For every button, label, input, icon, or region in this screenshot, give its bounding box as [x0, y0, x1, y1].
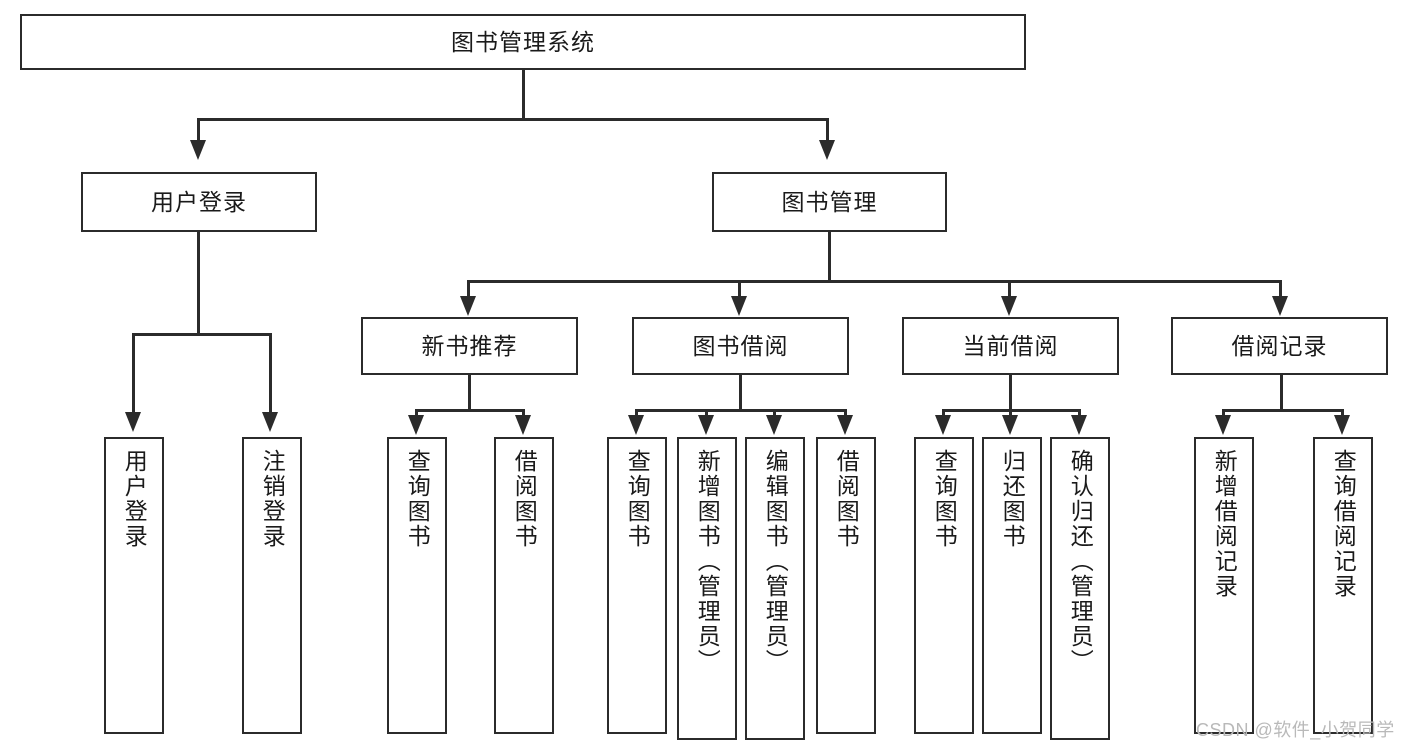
connector-newbook-to-leaf2	[522, 409, 525, 417]
arrowhead-root-to-bookmgmt	[819, 140, 835, 160]
node-borrow-record[interactable]: 借阅记录	[1171, 317, 1388, 375]
leaf-book-borrow-1[interactable]: 查询图书	[607, 437, 667, 734]
node-current-borrow[interactable]: 当前借阅	[902, 317, 1119, 375]
connector-root-to-userlogin	[197, 118, 200, 142]
arrowhead-current-to-leaf2	[1002, 415, 1018, 435]
connector-bookmgmt-to-record	[1279, 280, 1282, 298]
connector-record-bus	[1222, 409, 1344, 412]
node-label: 图书管理系统	[451, 28, 595, 55]
leaf-label: 归还图书	[999, 449, 1026, 549]
arrowhead-borrow-to-leaf1	[628, 415, 644, 435]
connector-newbook-to-leaf1	[415, 409, 418, 417]
connector-userlogin-bus	[132, 333, 270, 336]
arrowhead-root-to-userlogin	[190, 140, 206, 160]
node-label: 用户登录	[151, 188, 247, 215]
arrowhead-userlogin-to-leaf2	[262, 412, 278, 432]
leaf-new-book-1[interactable]: 查询图书	[387, 437, 447, 734]
leaf-new-book-2[interactable]: 借阅图书	[494, 437, 554, 734]
connector-borrow-bus	[635, 409, 847, 412]
node-label: 借阅记录	[1231, 332, 1328, 359]
arrowhead-bookmgmt-to-borrow	[731, 296, 747, 316]
leaf-book-borrow-4[interactable]: 借阅图书	[816, 437, 876, 734]
arrowhead-current-to-leaf3	[1071, 415, 1087, 435]
leaf-label: 编辑图书（管理员）	[762, 449, 789, 674]
connector-newbook-bus	[415, 409, 525, 412]
connector-current-to-leaf2	[1009, 409, 1012, 417]
leaf-current-borrow-3[interactable]: 确认归还（管理员）	[1050, 437, 1110, 740]
connector-borrow-to-leaf2	[705, 409, 708, 417]
connector-record-stem	[1280, 375, 1283, 412]
arrowhead-bookmgmt-to-record	[1272, 296, 1288, 316]
connector-borrow-to-leaf1	[635, 409, 638, 417]
node-label: 图书借阅	[692, 332, 789, 359]
connector-bookmgmt-to-current	[1008, 280, 1011, 298]
arrowhead-borrow-to-leaf2	[698, 415, 714, 435]
arrowhead-userlogin-to-leaf1	[125, 412, 141, 432]
connector-record-to-leaf2	[1341, 409, 1344, 417]
connector-userlogin-to-leaf1	[132, 333, 135, 413]
leaf-label: 新增借阅记录	[1211, 449, 1238, 599]
leaf-label: 借阅图书	[833, 449, 860, 549]
node-root-system[interactable]: 图书管理系统	[20, 14, 1026, 70]
leaf-user-login-1[interactable]: 用户登录	[104, 437, 164, 734]
connector-borrow-to-leaf3	[773, 409, 776, 417]
arrowhead-current-to-leaf1	[935, 415, 951, 435]
leaf-book-borrow-2[interactable]: 新增图书（管理员）	[677, 437, 737, 740]
leaf-current-borrow-2[interactable]: 归还图书	[982, 437, 1042, 734]
node-label: 当前借阅	[962, 332, 1059, 359]
node-new-book-recommend[interactable]: 新书推荐	[361, 317, 578, 375]
leaf-label: 新增图书（管理员）	[694, 449, 721, 674]
leaf-user-login-2[interactable]: 注销登录	[242, 437, 302, 734]
connector-current-to-leaf3	[1078, 409, 1081, 417]
connector-root-to-bookmgmt	[826, 118, 829, 142]
leaf-label: 查询图书	[624, 449, 651, 549]
leaf-label: 查询图书	[931, 449, 958, 549]
node-label: 图书管理	[781, 188, 878, 215]
connector-bookmgmt-bus	[467, 280, 1282, 283]
connector-current-to-leaf1	[942, 409, 945, 417]
leaf-book-borrow-3[interactable]: 编辑图书（管理员）	[745, 437, 805, 740]
leaf-label: 注销登录	[259, 449, 286, 549]
leaf-label: 借阅图书	[511, 449, 538, 549]
arrowhead-record-to-leaf1	[1215, 415, 1231, 435]
arrowhead-bookmgmt-to-newbook	[460, 296, 476, 316]
connector-bookmgmt-to-newbook	[467, 280, 470, 298]
leaf-borrow-record-1[interactable]: 新增借阅记录	[1194, 437, 1254, 734]
arrowhead-borrow-to-leaf4	[837, 415, 853, 435]
arrowhead-bookmgmt-to-current	[1001, 296, 1017, 316]
connector-userlogin-to-leaf2	[269, 333, 272, 413]
node-label: 新书推荐	[421, 332, 518, 359]
leaf-label: 查询借阅记录	[1330, 449, 1357, 599]
connector-userlogin-stem	[197, 232, 200, 336]
arrowhead-newbook-to-leaf1	[408, 415, 424, 435]
node-book-management[interactable]: 图书管理	[712, 172, 947, 232]
arrowhead-newbook-to-leaf2	[515, 415, 531, 435]
watermark-text: CSDN @软件_小贺同学	[1196, 720, 1395, 740]
arrowhead-record-to-leaf2	[1334, 415, 1350, 435]
node-book-borrow[interactable]: 图书借阅	[632, 317, 849, 375]
leaf-label: 确认归还（管理员）	[1067, 449, 1094, 674]
arrowhead-borrow-to-leaf3	[766, 415, 782, 435]
connector-borrow-to-leaf4	[844, 409, 847, 417]
connector-newbook-stem	[468, 375, 471, 412]
leaf-current-borrow-1[interactable]: 查询图书	[914, 437, 974, 734]
connector-current-stem	[1009, 375, 1012, 412]
node-user-login[interactable]: 用户登录	[81, 172, 317, 232]
connector-bookmgmt-stem	[828, 232, 831, 282]
connector-record-to-leaf1	[1222, 409, 1225, 417]
leaf-borrow-record-2[interactable]: 查询借阅记录	[1313, 437, 1373, 734]
connector-root-stem	[522, 70, 525, 120]
connector-root-bus	[197, 118, 829, 121]
leaf-label: 查询图书	[404, 449, 431, 549]
connector-borrow-stem	[739, 375, 742, 412]
leaf-label: 用户登录	[121, 449, 148, 549]
connector-bookmgmt-to-borrow	[738, 280, 741, 298]
